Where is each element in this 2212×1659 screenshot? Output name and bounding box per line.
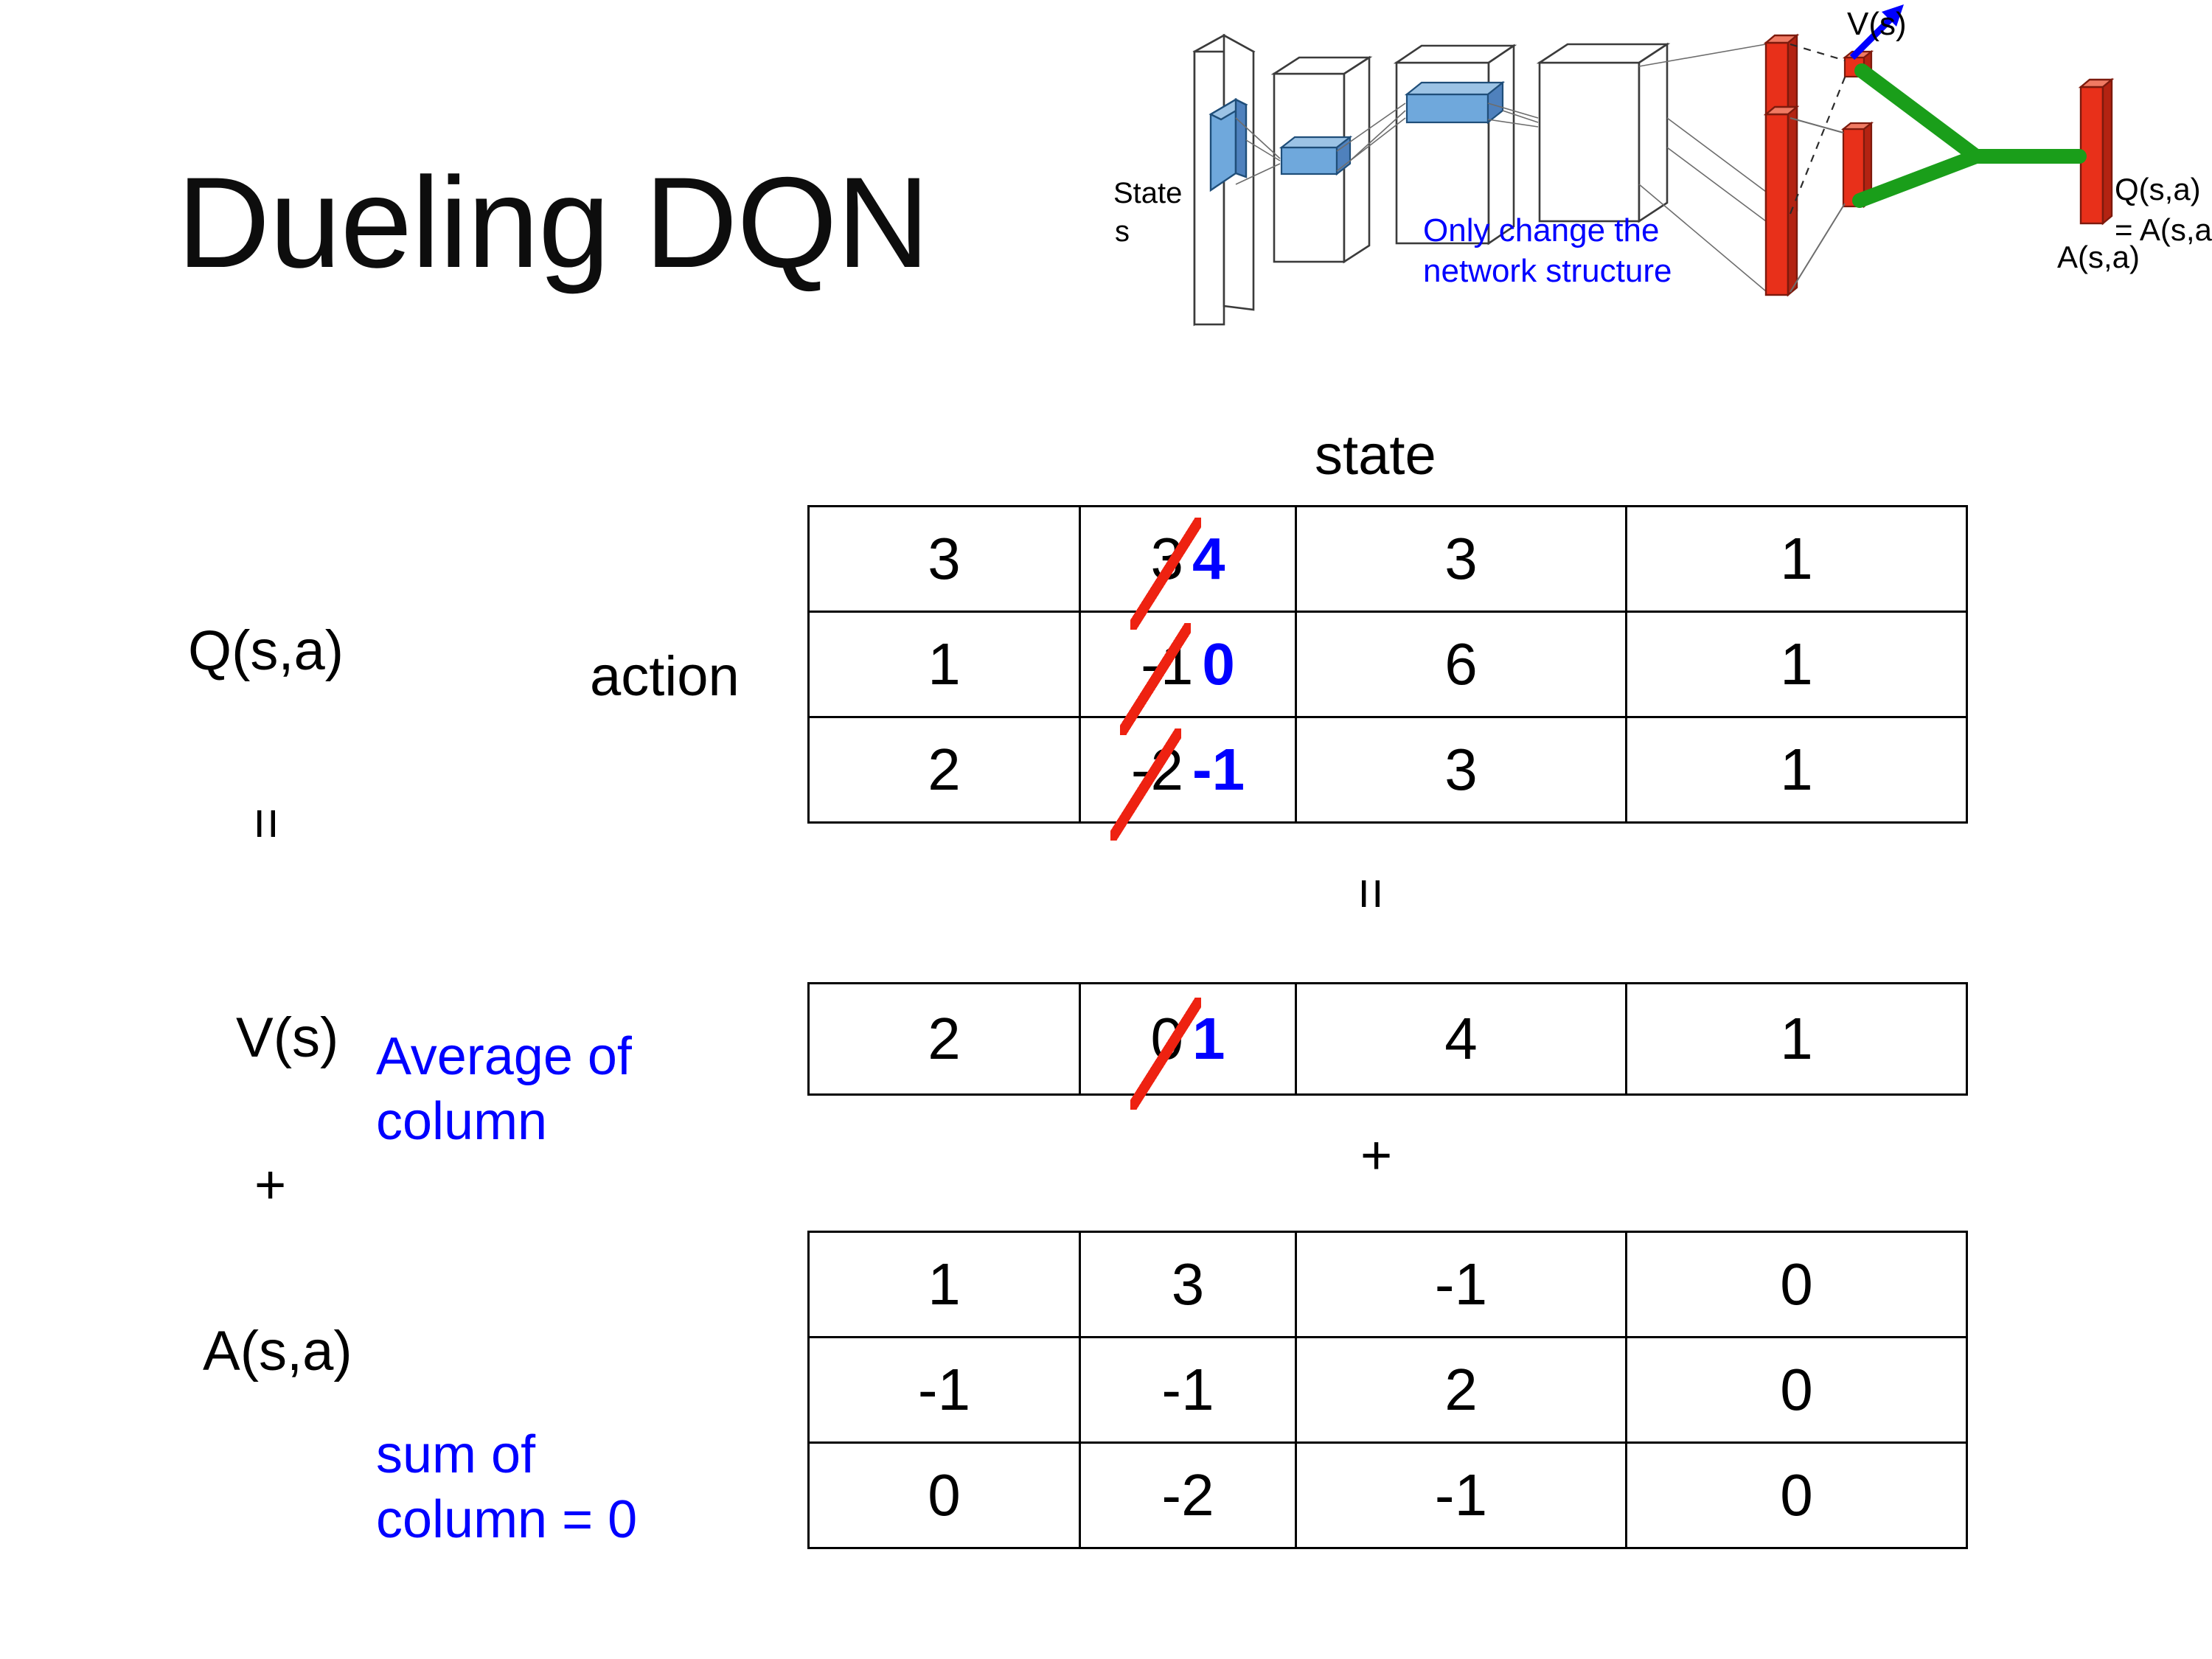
old-value: 0	[1130, 998, 1200, 1110]
new-value: 1	[1192, 1006, 1225, 1071]
diagram-note-line-1: Only change the	[1423, 212, 1660, 248]
equals-operator-left: =	[236, 807, 298, 840]
value-output-arrow-icon	[1849, 4, 1904, 60]
a-cell-r2c2: -1	[1295, 1441, 1627, 1549]
edited-cell: -1 0	[1120, 623, 1235, 735]
old-value: 3	[1130, 518, 1200, 630]
conv-filter-2-icon	[1404, 80, 1506, 125]
v-table-label: V(s)	[236, 1006, 339, 1069]
q-table-label: Q(s,a)	[188, 619, 344, 682]
diagram-q-output-label: Q(s,a)	[2115, 172, 2201, 206]
old-value: -2	[1110, 728, 1183, 841]
conv-filter-1-icon	[1279, 135, 1353, 176]
q-cell-r0c3: 1	[1625, 505, 1968, 613]
state-axis-label: state	[1315, 424, 1436, 487]
diagram-state-symbol: s	[1115, 215, 1130, 248]
average-of-column-note: Average of column	[376, 1025, 632, 1155]
sum-of-column-line-2: column = 0	[376, 1489, 638, 1549]
a-cell-r1c3: 0	[1625, 1336, 1968, 1444]
edited-cell: 3 4	[1130, 518, 1225, 630]
q-cell-r2c3: 1	[1625, 716, 1968, 824]
a-cell-r0c0: 1	[807, 1231, 1081, 1338]
new-value: 0	[1202, 631, 1235, 697]
q-cell-r0c0: 3	[807, 505, 1081, 613]
diagram-value-output-label: V(s)	[1847, 6, 1907, 42]
q-value-table: 3 3 4 3 1 1 -1 0 6	[807, 505, 1968, 841]
q-cell-r0c2: 3	[1295, 505, 1627, 613]
a-table-label: A(s,a)	[203, 1320, 352, 1382]
v-value-table: 2 0 1 4 1	[807, 982, 1968, 1110]
a-cell-r0c3: 0	[1625, 1231, 1968, 1338]
a-cell-r1c0: -1	[807, 1336, 1081, 1444]
v-cell-r0c0: 2	[807, 982, 1081, 1096]
average-of-column-line-1: Average of	[376, 1027, 632, 1086]
a-cell-r2c0: 0	[807, 1441, 1081, 1549]
equals-operator-middle: =	[1340, 877, 1402, 910]
new-value: -1	[1192, 737, 1245, 802]
table-row: 1 -1 0 6 1	[807, 611, 1968, 735]
plus-operator-left: +	[254, 1154, 287, 1215]
sum-of-column-note: sum of column = 0	[376, 1423, 637, 1553]
value-dashed-links	[1789, 43, 1848, 215]
a-value-table: 1 3 -1 0 -1 -1 2 0 0 -2 -1 0	[807, 1231, 1968, 1549]
page-title: Dueling DQN	[177, 151, 930, 295]
dueling-network-diagram: State s V(s) Q(s,a) = A(s,a)+V(s) A(s,a)…	[1099, 0, 2212, 413]
diagram-advantage-output-label: A(s,a)	[2057, 240, 2140, 274]
diagram-q-output-equation: = A(s,a)+V(s)	[2115, 212, 2212, 247]
edited-cell: -2 -1	[1110, 728, 1245, 841]
diagram-note-line-2: network structure	[1423, 253, 1672, 289]
input-filter-icon	[1208, 97, 1248, 192]
table-row: 3 3 4 3 1	[807, 505, 1968, 630]
a-cell-r0c1: 3	[1079, 1231, 1297, 1338]
new-value: 4	[1192, 526, 1225, 591]
table-row: 2 0 1 4 1	[807, 982, 1968, 1110]
a-cell-r1c2: 2	[1295, 1336, 1627, 1444]
advantage-vector-node-icon	[1840, 121, 1874, 209]
a-cell-r0c2: -1	[1295, 1231, 1627, 1338]
q-cell-r2c1: -2 -1	[1079, 716, 1297, 841]
advantage-links	[1790, 117, 1846, 293]
table-row: 1 3 -1 0	[807, 1231, 1968, 1338]
connection-lines	[1235, 44, 1767, 292]
table-row: 2 -2 -1 3 1	[807, 716, 1968, 841]
v-cell-r0c1: 0 1	[1079, 982, 1297, 1110]
q-cell-r1c1: -1 0	[1079, 611, 1297, 735]
v-cell-r0c2: 4	[1295, 982, 1627, 1096]
sum-of-column-line-1: sum of	[376, 1425, 536, 1484]
diagram-note: Only change the network structure	[1423, 210, 1672, 291]
v-cell-r0c3: 1	[1625, 982, 1968, 1096]
old-value: -1	[1120, 623, 1194, 735]
diagram-state-label: State	[1113, 177, 1183, 209]
q-cell-r2c0: 2	[807, 716, 1081, 824]
q-cell-r0c1: 3 4	[1079, 505, 1297, 630]
q-cell-r2c2: 3	[1295, 716, 1627, 824]
advantage-stream-bar-icon	[1763, 105, 1800, 297]
average-of-column-line-2: column	[376, 1091, 548, 1151]
q-cell-r1c2: 6	[1295, 611, 1627, 718]
a-cell-r1c1: -1	[1079, 1336, 1297, 1444]
q-cell-r1c0: 1	[807, 611, 1081, 718]
network-diagram-svg	[1192, 4, 2115, 327]
action-axis-label: action	[590, 645, 740, 708]
table-row: 0 -2 -1 0	[807, 1441, 1968, 1549]
plus-operator-middle: +	[1360, 1124, 1393, 1186]
merge-sum-link-icon	[1852, 63, 2087, 208]
a-cell-r2c1: -2	[1079, 1441, 1297, 1549]
a-cell-r2c3: 0	[1625, 1441, 1968, 1549]
table-row: -1 -1 2 0	[807, 1336, 1968, 1444]
q-cell-r1c3: 1	[1625, 611, 1968, 718]
edited-cell: 0 1	[1130, 998, 1225, 1110]
q-output-bar-icon	[2078, 77, 2115, 226]
conv-block-3-icon	[1536, 42, 1671, 223]
